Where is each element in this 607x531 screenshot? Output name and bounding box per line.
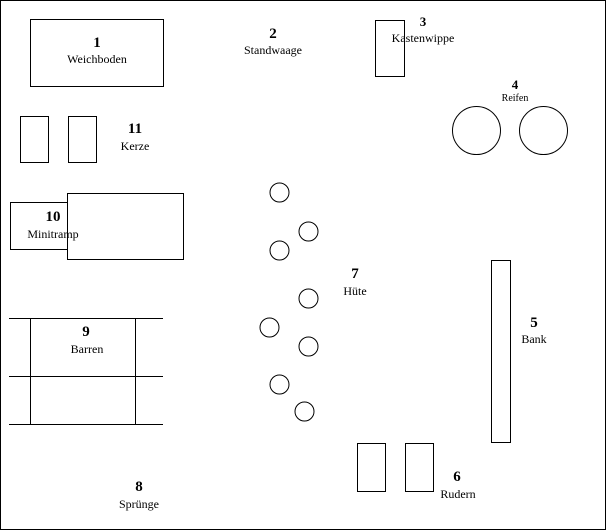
kastenwippe-label: Kastenwippe (391, 31, 455, 45)
kerze-label: Kerze (120, 139, 150, 153)
rudern-number: 6 (453, 469, 461, 485)
bank-label: Bank (521, 332, 547, 346)
hut-cone (298, 336, 319, 357)
kerze-number: 11 (127, 121, 143, 137)
hut-cone (269, 240, 290, 261)
standwaage-number: 2 (269, 26, 277, 42)
rudern-box-right (405, 443, 434, 492)
hut-cone (298, 221, 319, 242)
bank-number: 5 (530, 315, 538, 331)
rudern-label: Rudern (440, 487, 476, 501)
reifen-number: 4 (511, 77, 519, 92)
barren-number: 9 (82, 324, 90, 340)
huete-number: 7 (351, 266, 359, 282)
standwaage-label: Standwaage (244, 43, 302, 57)
reifen-hoop-left (452, 106, 501, 155)
hut-cone (259, 317, 280, 338)
hut-cone (294, 401, 315, 422)
minitramp-landing-mat (67, 193, 184, 260)
rudern-box-left (357, 443, 386, 492)
kastenwippe-box (375, 20, 405, 77)
bank-bench (491, 260, 511, 443)
minitramp-trampoline (10, 202, 68, 250)
reifen-label: Reifen (501, 93, 529, 104)
minitramp-number: 10 (45, 209, 61, 225)
kerze-mat-left (20, 116, 49, 163)
barren-bars (9, 318, 163, 425)
weichboden-number: 1 (93, 35, 101, 51)
hut-cone (269, 374, 290, 395)
minitramp-label: Minitramp (27, 227, 79, 241)
kastenwippe-number: 3 (419, 14, 427, 29)
barren-label: Barren (70, 342, 104, 356)
spruenge-number: 8 (135, 479, 143, 495)
hut-cone (298, 288, 319, 309)
kerze-mat-right (68, 116, 97, 163)
huete-label: Hüte (343, 284, 367, 298)
reifen-hoop-right (519, 106, 568, 155)
weichboden-mat (30, 19, 164, 87)
weichboden-label: Weichboden (67, 52, 127, 66)
hut-cone (269, 182, 290, 203)
spruenge-label: Sprünge (119, 497, 159, 511)
